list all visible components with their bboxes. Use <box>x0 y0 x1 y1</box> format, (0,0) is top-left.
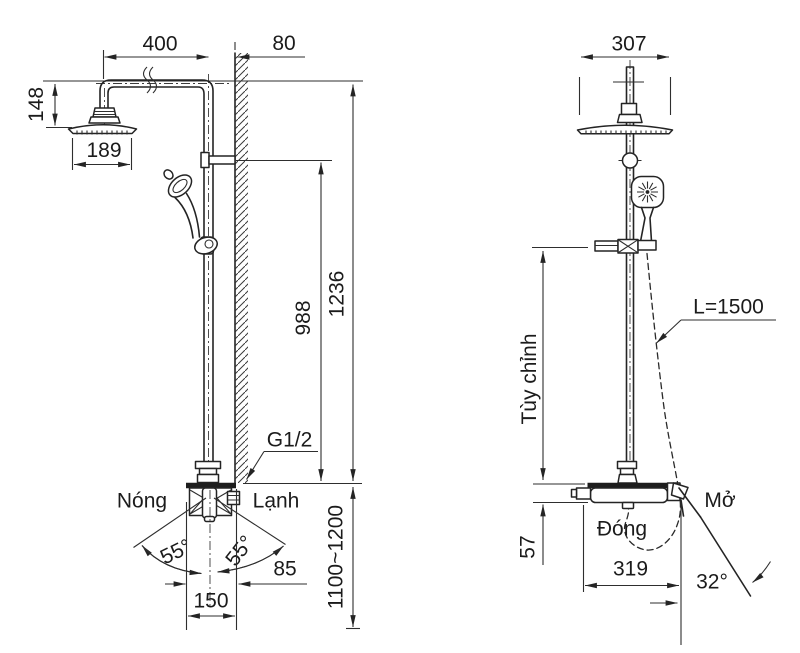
dim-body-height: 57 <box>517 483 588 565</box>
dim-head-diameter-label: 189 <box>86 139 121 162</box>
wall-bracket <box>200 151 236 169</box>
thread-label: G1/2 <box>267 429 313 452</box>
hose-length-label: L=1500 <box>693 296 764 319</box>
dim-spout-reach: 319 <box>582 501 682 645</box>
hose-length-callout: L=1500 <box>656 296 776 344</box>
overhead-shower-side <box>576 102 674 169</box>
dim-spout-offset: 85 <box>165 558 307 587</box>
dim-inlet-spacing: 150 <box>185 489 238 630</box>
pipe-joint-ring <box>621 152 639 169</box>
overhead-shower-front <box>67 107 138 135</box>
dim-arm-reach-label: 400 <box>142 33 177 56</box>
dim-spout-offset-label: 85 <box>273 558 296 581</box>
slide-shelf <box>594 238 657 254</box>
dim-wall-offset-label: 80 <box>272 32 295 55</box>
wall-section <box>234 42 248 484</box>
adjustable-label: Tùy chỉnh <box>518 333 541 424</box>
nozzle-ticks-side <box>585 130 667 135</box>
side-view: 307 Tùy chỉnh L=1500 57 Mở Đóng <box>517 33 776 645</box>
dim-inlet-spacing-label: 150 <box>193 590 228 613</box>
dim-head-height-label: 148 <box>25 87 48 122</box>
lever-open-position <box>678 487 702 518</box>
nozzle-ticks <box>76 130 128 135</box>
dim-bracket-height: 988 <box>236 159 332 481</box>
dim-arm-reach: 400 <box>102 33 209 79</box>
mixer-valve-side <box>570 460 752 597</box>
hand-shower-side <box>630 175 665 243</box>
hot-label: Nóng <box>117 490 167 513</box>
dim-head-width-label: 307 <box>611 33 646 56</box>
shower-hose <box>623 252 682 551</box>
dim-wall-offset: 80 <box>237 32 305 60</box>
dim-head-height: 148 <box>25 84 72 129</box>
dim-total-height: 1236 <box>326 84 356 481</box>
open-label: Mở <box>704 489 735 512</box>
pipe-break-symbol <box>142 66 158 94</box>
spray-face-spokes <box>637 181 658 203</box>
thread-callout: G1/2 <box>246 429 318 480</box>
mixer-valve-front <box>186 460 241 523</box>
dim-body-height-label: 57 <box>517 535 540 558</box>
wall-hatching <box>235 53 248 483</box>
dim-swing-angle-left: 55° <box>157 535 196 570</box>
hand-shower-front <box>163 169 218 255</box>
dim-install-height-label: 1100~1200 <box>325 505 348 609</box>
dim-spout-reach-label: 319 <box>613 558 648 581</box>
dim-total-height-label: 1236 <box>326 271 349 318</box>
dim-head-width: 307 <box>578 33 672 115</box>
dim-adjustable: Tùy chỉnh <box>518 246 588 480</box>
cold-label: Lạnh <box>253 490 300 513</box>
dim-handle-angle: 32° <box>650 561 771 606</box>
closed-label: Đóng <box>597 518 647 541</box>
dim-install-height: 1100~1200 <box>243 482 362 630</box>
dim-handle-angle-label: 32° <box>696 571 728 594</box>
dim-bracket-height-label: 988 <box>292 300 315 335</box>
front-view: 55° 55° 400 80 148 189 <box>25 32 363 630</box>
dim-swing-angle-right: 55° <box>221 531 259 570</box>
dim-head-diameter: 189 <box>71 138 133 170</box>
